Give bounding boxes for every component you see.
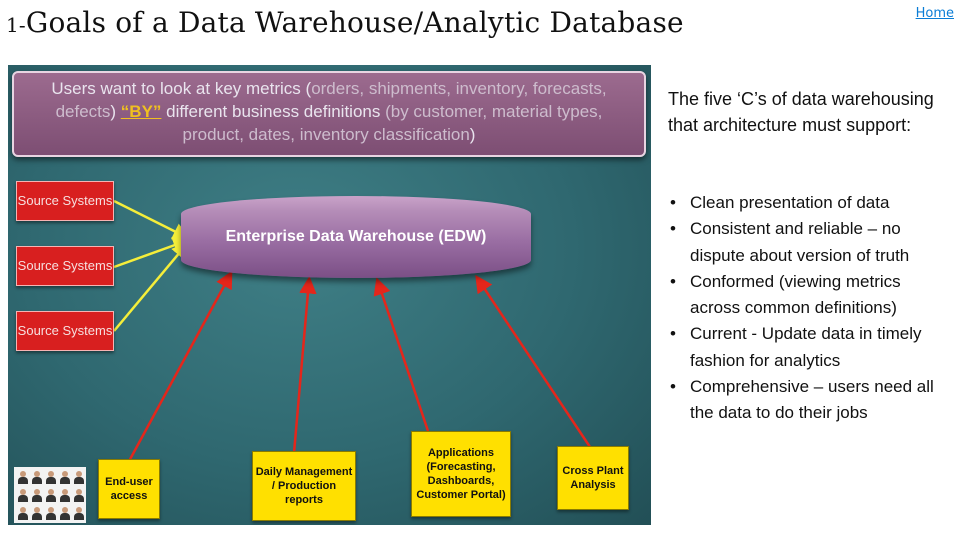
person-icon [60, 489, 70, 501]
bullet-item-clean: • Clean presentation of data [668, 190, 952, 216]
end-user-access-box: End-user access [98, 459, 160, 519]
consumer-arrow-end-user [128, 275, 230, 463]
edw-cylinder: Enterprise Data Warehouse (EDW) [181, 196, 531, 278]
person-icon [60, 507, 70, 519]
person-icon [46, 507, 56, 519]
bullet-text: Current - Update data in timely fashion … [690, 324, 922, 369]
bullet-text: Clean presentation of data [690, 193, 889, 212]
cross-plant-analysis-box: Cross Plant Analysis [557, 446, 629, 510]
home-link[interactable]: Home [916, 6, 954, 21]
bullet-text: Consistent and reliable – no dispute abo… [690, 219, 909, 264]
person-icon [60, 471, 70, 483]
source-arrow-2 [114, 241, 186, 267]
consumer-arrow-applications [378, 282, 428, 431]
source-systems-box-1: Source Systems [16, 181, 114, 221]
person-icon [32, 471, 42, 483]
consumer-arrow-cross-plant [478, 279, 590, 447]
bullet-item-current: • Current - Update data in timely fashion… [668, 321, 952, 374]
consumer-arrow-daily-mgmt [294, 281, 309, 453]
source-systems-box-3: Source Systems [16, 311, 114, 351]
person-icon [46, 471, 56, 483]
bullet-text: Conformed (viewing metrics across common… [690, 272, 901, 317]
title-text: Goals of a Data Warehouse/Analytic Datab… [26, 6, 684, 39]
person-icon [18, 489, 28, 501]
source-arrow-3 [114, 245, 186, 331]
page-title: 1-Goals of a Data Warehouse/Analytic Dat… [6, 6, 684, 39]
person-icon [32, 489, 42, 501]
source-arrow-1 [114, 201, 186, 237]
person-icon [32, 507, 42, 519]
bullet-item-conformed: • Conformed (viewing metrics across commo… [668, 269, 952, 322]
person-icon [46, 489, 56, 501]
users-group-image [14, 467, 86, 523]
person-icon [18, 507, 28, 519]
five-cs-list: • Clean presentation of data • Consistent … [668, 190, 952, 427]
source-systems-box-2: Source Systems [16, 246, 114, 286]
person-icon [74, 489, 84, 501]
bullet-icon: • [670, 374, 676, 400]
person-icon [74, 471, 84, 483]
bullet-item-consistent: • Consistent and reliable – no dispute ab… [668, 216, 952, 269]
title-number: 1- [6, 13, 26, 37]
person-icon [18, 471, 28, 483]
applications-box: Applications (Forecasting, Dashboards, C… [411, 431, 511, 517]
edw-label: Enterprise Data Warehouse (EDW) [226, 228, 487, 246]
five-cs-intro: The five ‘C’s of data warehousing that a… [668, 86, 948, 138]
architecture-diagram: Users want to look at key metrics (order… [8, 65, 651, 525]
bullet-icon: • [670, 216, 676, 242]
bullet-icon: • [670, 269, 676, 295]
person-icon [74, 507, 84, 519]
bullet-text: Comprehensive – users need all the data … [690, 377, 934, 422]
bullet-icon: • [670, 190, 676, 216]
bullet-icon: • [670, 321, 676, 347]
bullet-item-comprehensive: • Comprehensive – users need all the data… [668, 374, 952, 427]
daily-management-box: Daily Management / Production reports [252, 451, 356, 521]
